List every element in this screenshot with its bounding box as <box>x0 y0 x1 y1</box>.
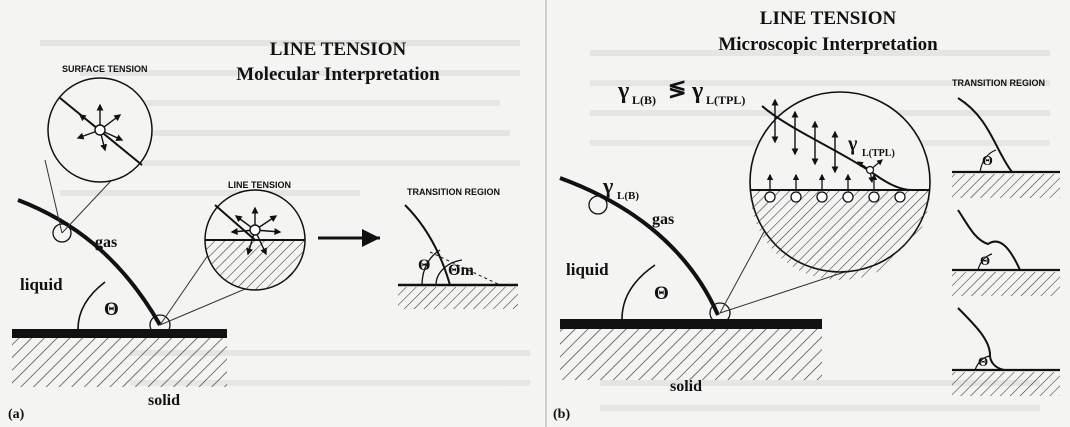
interface-curve-b <box>559 176 720 316</box>
zoom-line-surface-1 <box>44 159 63 234</box>
eq-rhs-sub: L(TPL) <box>706 93 745 107</box>
zoom-line-b-1 <box>719 229 766 314</box>
microscopic-solid <box>750 190 930 280</box>
theta-transition-a: Θ <box>418 257 430 274</box>
angle-arc-theta-a <box>421 249 441 286</box>
line-tension-label: LINE TENSION <box>228 180 291 190</box>
solid-hatch-b <box>560 328 822 380</box>
solid-label-b: solid <box>670 378 702 395</box>
panel-b-subtitle: Microscopic Interpretation <box>718 34 938 55</box>
liquid-label-a: liquid <box>20 275 63 294</box>
gamma-relation: γ L(B) ≶ γ L(TPL) <box>617 76 745 107</box>
surface-molecule <box>94 124 106 136</box>
panel-a-title: LINE TENSION <box>270 39 407 60</box>
gas-label-b: gas <box>652 211 674 228</box>
interface-forces-b <box>771 98 839 174</box>
interface-marker-circle-b <box>588 195 608 215</box>
transition-profile-2: Θ <box>952 209 1060 296</box>
tpl-cluster <box>857 159 883 184</box>
line-tension-interface <box>214 204 256 241</box>
theta-profile-3: Θ <box>978 354 988 369</box>
gas-label-a: gas <box>95 234 117 251</box>
solid-hatch-a <box>12 337 227 387</box>
theta-profile-2: Θ <box>980 253 990 268</box>
angle-arc-thetam-a <box>435 259 463 286</box>
panel-a: LINE TENSION Molecular Interpretation so… <box>8 39 518 422</box>
gamma-tpl-symbol: γ <box>847 133 858 155</box>
theta-m-label-a: Θm <box>448 262 474 279</box>
transition-profile-1: Θ <box>952 97 1060 198</box>
gamma-lb-sub: L(B) <box>617 190 639 202</box>
panel-b-title: LINE TENSION <box>760 8 897 29</box>
panel-b-tag: (b) <box>553 407 570 422</box>
interface-marker-circle <box>52 223 72 243</box>
contact-line-marker-circle <box>149 314 171 336</box>
transition-region-label-b: TRANSITION REGION <box>952 78 1045 88</box>
zoom-line-lt-1 <box>159 244 216 326</box>
surface-molecules-b <box>764 173 906 203</box>
surface-tension-label: SURFACE TENSION <box>62 64 148 74</box>
eq-rhs: γ <box>691 78 703 104</box>
solid-surface-a <box>12 329 227 338</box>
eq-relation: ≶ <box>668 76 686 101</box>
panel-a-subtitle: Molecular Interpretation <box>236 64 440 85</box>
angle-arc-b <box>617 264 656 326</box>
eq-lhs-sub: L(B) <box>632 93 656 107</box>
liquid-label-b: liquid <box>566 260 609 279</box>
transition-region-label-a: TRANSITION REGION <box>407 187 500 197</box>
solid-label-a: solid <box>148 392 180 409</box>
line-tension-molecule <box>249 224 261 236</box>
theta-profile-1: Θ <box>982 154 993 169</box>
line-tension-solid <box>205 240 305 290</box>
transition-profile-3: Θ <box>952 307 1060 396</box>
transition-interface-a <box>404 204 451 286</box>
eq-lhs: γ <box>617 78 629 104</box>
solid-surface-b <box>560 319 822 329</box>
macro-tangent-a <box>429 251 501 286</box>
contact-line-marker-circle-b <box>709 302 731 324</box>
interface-curve-a <box>17 198 162 326</box>
angle-arc-a <box>73 281 106 336</box>
gamma-lb-symbol: γ <box>602 173 613 198</box>
transition-solid-a <box>398 287 518 309</box>
theta-label-b: Θ <box>654 283 669 304</box>
panel-a-tag: (a) <box>8 407 25 422</box>
panel-b: LINE TENSION Microscopic Interpretation … <box>553 8 1060 422</box>
theta-label-a: Θ <box>104 299 119 320</box>
gamma-tpl-sub: L(TPL) <box>862 148 895 159</box>
